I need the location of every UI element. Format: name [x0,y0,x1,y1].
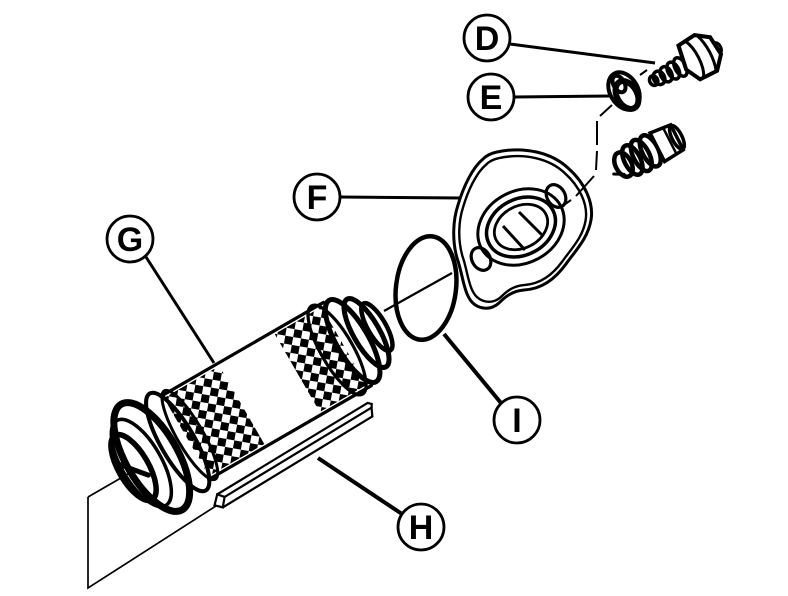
magnet-bar [213,401,374,509]
filter-end-cap-opening [108,431,159,504]
flange-bolt-hole-bottom [469,246,493,272]
outlet-flange-cover [452,148,594,310]
callout-h: H [396,502,446,552]
alignment-dash-line [560,69,648,208]
filter-mesh-patch-left [163,366,265,476]
callout-f: F [292,172,342,222]
filter-neck-ring-3 [341,296,392,370]
filter-neck-ring-1 [306,303,368,397]
o-ring-gasket [393,234,459,342]
filter-collar-ring-inner [160,388,220,482]
threaded-fitting [611,122,687,179]
leader-line-h [316,456,404,516]
hex-bolt [647,33,724,88]
bore-shading-stroke [501,224,527,252]
filter-body-top-edge [159,300,326,399]
leader-line-f [339,195,462,200]
filter-end-cap-mid-ring [109,417,174,509]
leader-line-i [442,332,503,405]
filter-opening-notch [116,461,151,478]
callout-e: E [466,72,516,122]
callout-letter-f: F [307,179,328,217]
filter-neck-end-ring [359,300,395,354]
lock-washer [606,70,642,112]
callout-letter-g: G [117,221,143,259]
filter-screen-element [108,296,395,515]
filter-body-bottom-edge [207,383,374,482]
callout-letter-h: H [409,509,434,547]
leader-line-d [509,42,656,65]
callout-letter-i: I [512,402,521,440]
callout-letter-d: D [475,20,500,58]
callout-circle [105,214,155,264]
callout-g: G [105,214,155,264]
bore-shading-stroke [517,210,545,238]
leader-line-e [513,94,611,99]
callout-circle [466,72,516,122]
callout-d: D [462,13,512,63]
callout-circle [292,172,342,222]
flange-inner-outline [458,154,588,303]
callout-circle [462,13,512,63]
leader-line-g [144,256,216,364]
callout-letter-e: E [480,79,503,117]
callout-i: I [492,395,542,445]
callout-circle [396,502,446,552]
callout-circle [492,395,542,445]
